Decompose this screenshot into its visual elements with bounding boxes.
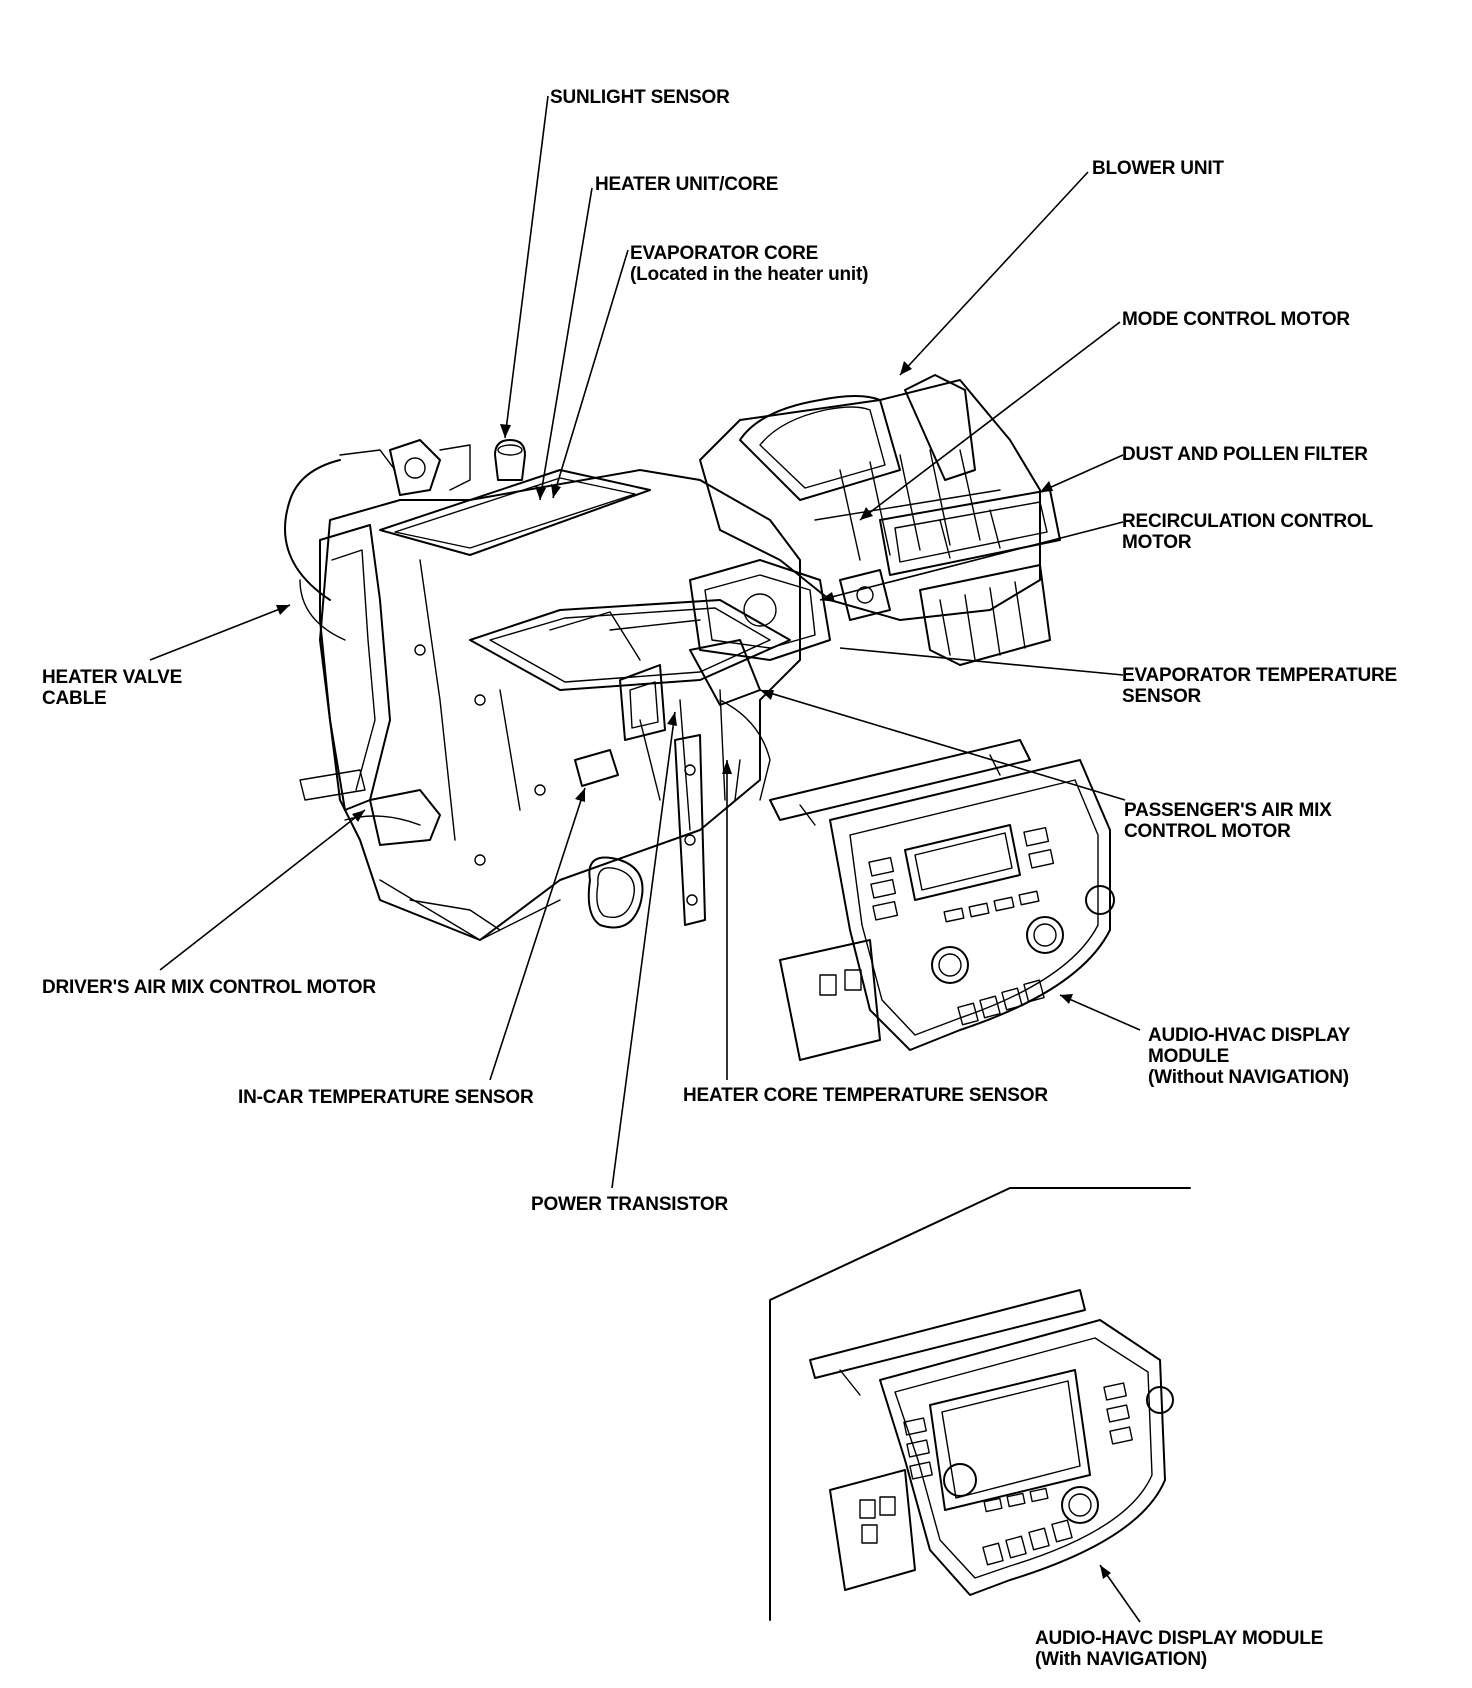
leader-sunlight-sensor (504, 95, 549, 439)
label-recirc-line2: MOTOR (1122, 532, 1192, 553)
label-recirc-control-motor: RECIRCULATION CONTROL MOTOR (1122, 511, 1373, 553)
label-audio-havc-nav: AUDIO-HAVC DISPLAY MODULE (With NAVIGATI… (1035, 1628, 1323, 1670)
label-evap-temp-line2: SENSOR (1122, 686, 1202, 707)
leader-mode-control-motor (859, 321, 1121, 521)
label-blower-unit: BLOWER UNIT (1092, 158, 1224, 179)
label-audio-hvac-line3: (Without NAVIGATION) (1148, 1067, 1349, 1088)
leader-recirc-control-motor (819, 521, 1124, 601)
leader-in-car-temp-sensor (489, 787, 586, 1081)
leader-dust-pollen-filter (1039, 454, 1124, 493)
leader-passenger-air-mix (759, 689, 1126, 801)
label-heater-core-temp-sensor: HEATER CORE TEMPERATURE SENSOR (683, 1085, 1048, 1106)
label-power-transistor: POWER TRANSISTOR (531, 1194, 729, 1215)
inset-frame (769, 1187, 1191, 1621)
label-recirc-line1: RECIRCULATION CONTROL (1122, 511, 1373, 532)
leader-lines (149, 95, 1141, 1623)
label-audio-havc-nav-line2: (With NAVIGATION) (1035, 1649, 1207, 1670)
leader-blower-unit (899, 171, 1089, 376)
label-evaporator-core-note: (Located in the heater unit) (630, 264, 869, 285)
leader-evaporator-core (552, 249, 629, 499)
label-evaporator-core-line1: EVAPORATOR CORE (630, 243, 819, 264)
heater-unit-illustration (284, 439, 831, 941)
label-audio-havc-nav-line1: AUDIO-HAVC DISPLAY MODULE (1035, 1628, 1324, 1649)
label-mode-control-motor: MODE CONTROL MOTOR (1122, 309, 1350, 330)
label-driver-air-mix: DRIVER'S AIR MIX CONTROL MOTOR (42, 977, 376, 998)
label-passenger-line2: CONTROL MOTOR (1124, 821, 1291, 842)
label-in-car-temp-sensor: IN-CAR TEMPERATURE SENSOR (238, 1087, 534, 1108)
label-evap-temp-sensor: EVAPORATOR TEMPERATURE SENSOR (1122, 665, 1397, 707)
blower-unit-illustration (699, 374, 1061, 666)
label-heater-valve-line2: CABLE (42, 688, 107, 709)
audio-hvac-module-illustration (769, 739, 1115, 1061)
audio-havc-nav-module-illustration (809, 1289, 1174, 1596)
label-audio-hvac: AUDIO-HVAC DISPLAY MODULE (Without NAVIG… (1148, 1025, 1350, 1088)
leader-audio-hvac (1059, 994, 1141, 1031)
label-heater-valve-cable: HEATER VALVE CABLE (42, 667, 182, 709)
label-heater-valve-line1: HEATER VALVE (42, 667, 183, 688)
label-passenger-line1: PASSENGER'S AIR MIX (1124, 800, 1332, 821)
leader-driver-air-mix (159, 809, 366, 971)
label-dust-pollen-filter: DUST AND POLLEN FILTER (1122, 444, 1368, 465)
label-passenger-air-mix: PASSENGER'S AIR MIX CONTROL MOTOR (1124, 800, 1332, 842)
label-heater-unit-core: HEATER UNIT/CORE (595, 174, 779, 195)
label-audio-hvac-line1: AUDIO-HVAC DISPLAY (1148, 1025, 1351, 1046)
label-evap-temp-line1: EVAPORATOR TEMPERATURE (1122, 665, 1397, 686)
label-evaporator-core: EVAPORATOR CORE (Located in the heater u… (630, 243, 868, 285)
leader-heater-unit-core (539, 187, 593, 501)
label-sunlight-sensor: SUNLIGHT SENSOR (550, 87, 730, 108)
leader-heater-valve-cable (149, 604, 291, 661)
leader-power-transistor (611, 711, 676, 1189)
leader-evap-temp-sensor (839, 647, 1124, 676)
label-audio-hvac-line2: MODULE (1148, 1046, 1230, 1067)
